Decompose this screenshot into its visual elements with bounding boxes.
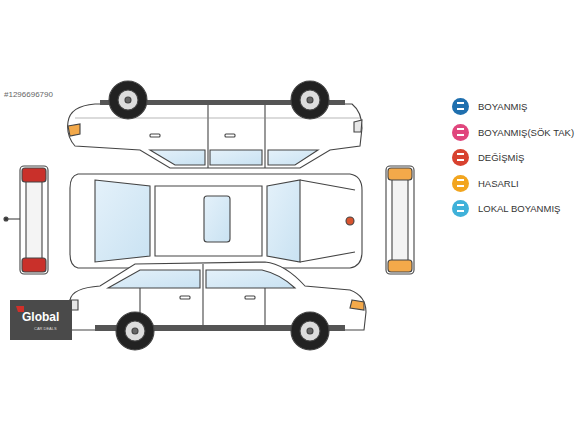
legend-text: HASARLI	[478, 178, 519, 189]
legend-item: LOKAL BOYANMIŞ	[452, 200, 560, 217]
logo-text: Global	[22, 310, 59, 324]
legend-text: BOYANMIŞ(SÖK TAK)	[478, 127, 574, 138]
legend-text: DEĞİŞMİŞ	[478, 152, 524, 163]
id-number: #1296696790	[4, 90, 53, 99]
logo-box	[10, 300, 72, 340]
legend-item: DEĞİŞMİŞ	[452, 149, 524, 166]
legend-text: BOYANMIŞ	[478, 101, 527, 112]
legend-text: LOKAL BOYANMIŞ	[478, 203, 560, 214]
logo-subtext: CAR DEALS	[34, 326, 57, 331]
legend-swatch	[452, 200, 469, 217]
legend-swatch	[452, 175, 469, 192]
legend-swatch	[452, 124, 469, 141]
legend-item: BOYANMIŞ	[452, 98, 527, 115]
legend-swatch	[452, 98, 469, 115]
legend-swatch	[452, 149, 469, 166]
legend-item: BOYANMIŞ(SÖK TAK)	[452, 124, 574, 141]
legend-item: HASARLI	[452, 175, 519, 192]
